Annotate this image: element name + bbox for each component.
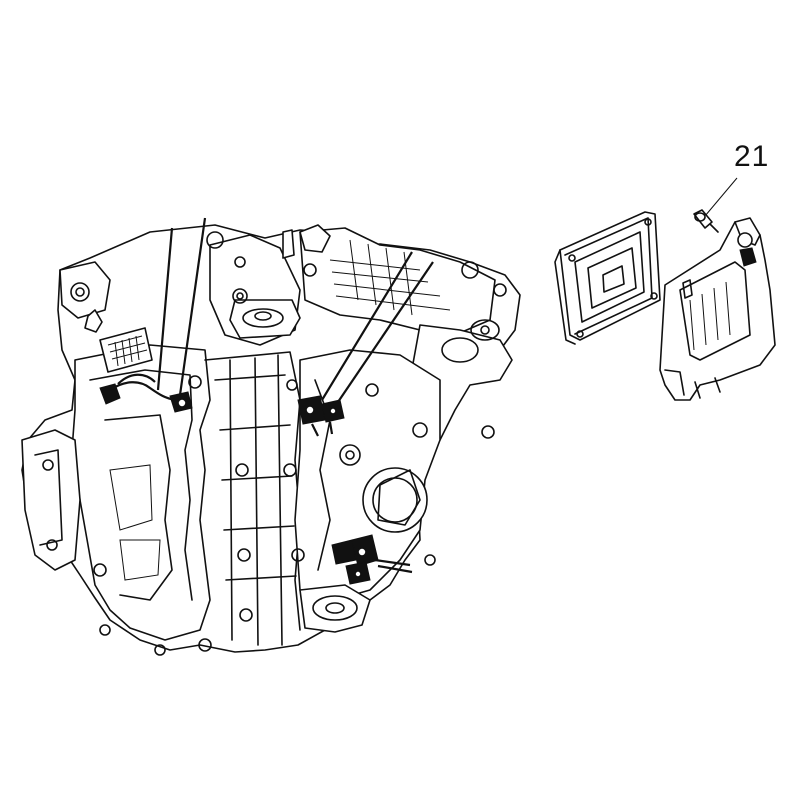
module-bracket xyxy=(659,217,776,401)
control-module xyxy=(554,211,661,345)
speed-sensor-lower xyxy=(331,534,413,585)
speed-sensor-middle xyxy=(297,395,345,437)
speed-sensor-left xyxy=(99,373,193,413)
leader-lines xyxy=(156,217,434,403)
fastener-part-21 xyxy=(693,177,738,233)
callout-label-21: 21 xyxy=(734,140,770,173)
transmission-assembly xyxy=(21,224,521,656)
